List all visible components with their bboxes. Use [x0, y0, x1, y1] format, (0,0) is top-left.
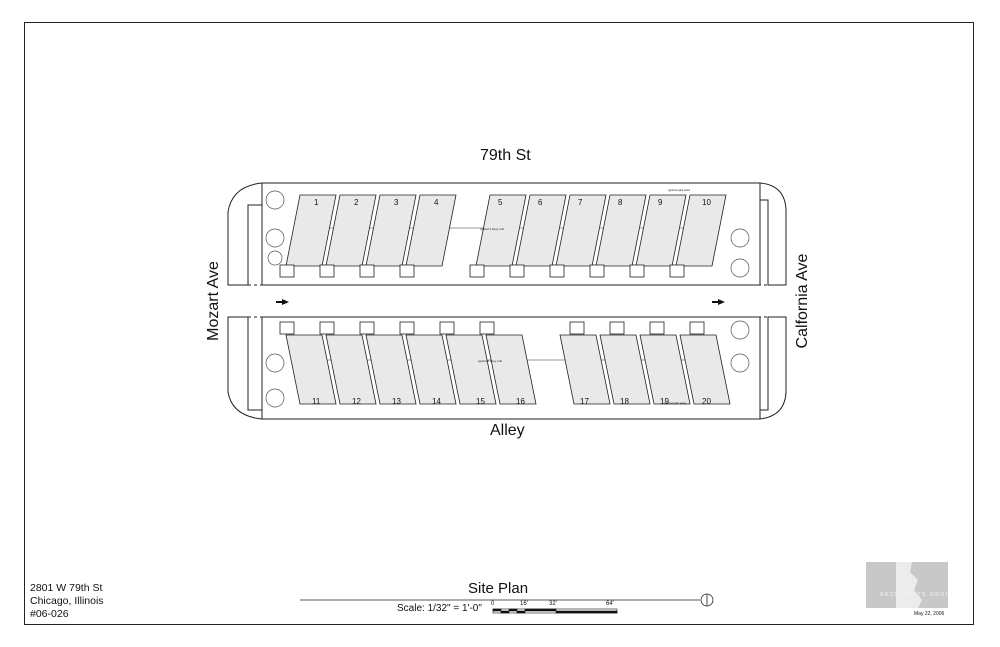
bottom-lots	[285, 334, 731, 405]
lot-number: 12	[352, 397, 361, 406]
address-line: Chicago, Illinois	[30, 595, 104, 607]
yard-note: typical yard area	[664, 401, 686, 405]
lot-number: 16	[516, 397, 525, 406]
drawing-title: Site Plan	[468, 580, 529, 597]
lot-number: 10	[702, 198, 711, 207]
trees	[265, 190, 750, 408]
scale-tick: 0	[491, 601, 495, 607]
lot-number: 11	[312, 397, 321, 406]
lot-number: 6	[538, 198, 543, 207]
bottom-block-left-curb	[227, 316, 263, 420]
lot-number: 13	[392, 397, 401, 406]
lot-number: 19	[660, 397, 669, 406]
lot-number: 15	[476, 397, 485, 406]
lot-number: 17	[580, 397, 589, 406]
address-line: 2801 W 79th St	[30, 582, 103, 594]
drawing-date: May 22, 2006	[914, 611, 945, 617]
street-label-right: Calfornia Ave	[794, 253, 811, 349]
lot-number: 8	[618, 198, 623, 207]
one-way-arrows	[276, 299, 725, 305]
scale-tick: 64'	[606, 601, 614, 607]
lot-number: 4	[434, 198, 439, 207]
lot-number: 5	[498, 198, 503, 207]
lot-number: 7	[578, 198, 583, 207]
street-label-top: 79th St	[480, 147, 531, 164]
lot-number: 14	[432, 397, 441, 406]
street-label-left: Mozart Ave	[205, 261, 222, 341]
yard-note: typical yard area	[668, 188, 690, 192]
scale-bar	[492, 608, 618, 614]
bottom-block-outline	[261, 316, 761, 420]
lot-number: 9	[658, 198, 663, 207]
top-lots	[285, 194, 727, 267]
unit-note: typical 3 story unit	[480, 227, 504, 231]
firm-name: ARCHITECTS GROUP	[880, 592, 956, 598]
lot-number: 20	[702, 397, 711, 406]
project-address: 2801 W 79th St Chicago, Illinois #06-026	[30, 582, 104, 621]
sheet-border	[24, 22, 974, 625]
street-label-bottom: Alley	[490, 422, 525, 439]
lot-number: 1	[314, 198, 319, 207]
top-block-outline	[261, 182, 761, 286]
scale-tick: 16'	[520, 601, 528, 607]
top-block-left-curb	[227, 182, 263, 286]
lot-number: 18	[620, 397, 629, 406]
logo-map-icon	[896, 562, 922, 608]
lot-number: 3	[394, 198, 399, 207]
firm-logo	[866, 562, 948, 608]
scale-tick: 32'	[549, 601, 557, 607]
unit-note: typical 3 story unit	[478, 359, 502, 363]
project-number: #06-026	[30, 608, 69, 620]
scale-label: Scale: 1/32" = 1'-0"	[397, 603, 482, 614]
lot-number: 2	[354, 198, 359, 207]
bottom-block-right-curb	[759, 316, 787, 420]
